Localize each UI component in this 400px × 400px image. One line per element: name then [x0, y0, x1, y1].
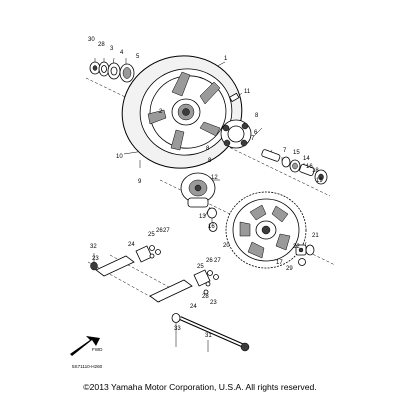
callout-30: 30 [88, 37, 95, 43]
callout-17: 17 [276, 260, 283, 266]
callout-27-b: 27 [214, 258, 221, 264]
callout-4: 4 [120, 50, 124, 56]
callout-numbers: 30 28 3 4 5 1 11 2 10 9 8 8 8 7 6 7 15 1… [88, 37, 323, 339]
callout-31: 31 [205, 333, 212, 339]
callout-7: 7 [251, 136, 255, 142]
callout-8-a: 8 [206, 146, 210, 152]
callout-14: 14 [303, 156, 310, 162]
callout-1: 1 [224, 56, 228, 62]
callout-8-c: 8 [255, 113, 259, 119]
callout-25-a: 25 [148, 232, 155, 238]
callout-7-b: 7 [283, 148, 287, 154]
rear-axle [171, 313, 250, 352]
figure-code: 5S71110-H260 [72, 364, 103, 369]
callout-2: 2 [159, 109, 163, 115]
hub-damper [220, 119, 252, 149]
callout-19: 19 [316, 178, 323, 184]
callout-32: 32 [90, 244, 97, 250]
right-adjuster [149, 269, 219, 303]
sprocket-carrier [180, 172, 218, 232]
callout-13: 13 [199, 214, 206, 220]
callout-28-b: 28 [202, 294, 209, 300]
callout-28: 28 [98, 42, 105, 48]
left-adjuster [90, 245, 161, 277]
callout-26-b: 26 [206, 258, 213, 264]
callout-25-b: 25 [197, 264, 204, 270]
callout-23-b: 23 [210, 300, 217, 306]
callout-23: 23 [92, 256, 99, 262]
right-axle-hardware [295, 244, 315, 266]
left-hardware-stack [89, 61, 135, 83]
drive-pulley [225, 191, 307, 269]
callout-33: 33 [174, 326, 181, 332]
front-label: FWD [92, 347, 103, 352]
callout-6: 6 [254, 130, 258, 136]
callout-15: 15 [293, 150, 300, 156]
callout-5: 5 [136, 54, 140, 60]
callout-12: 12 [211, 175, 218, 181]
spacer-stack [261, 149, 328, 185]
copyright-notice: ©2013 Yamaha Motor Corporation, U.S.A. A… [83, 382, 317, 392]
callout-3: 3 [110, 46, 114, 52]
callout-9: 9 [138, 179, 142, 185]
rear-wheel-assembly [121, 55, 243, 169]
callout-11: 11 [244, 89, 251, 95]
callout-29: 29 [286, 266, 293, 272]
front-direction-arrow: FWD [70, 336, 103, 356]
callout-8-b: 8 [208, 158, 212, 164]
callout-26-a: 26 [156, 228, 163, 234]
callout-10: 10 [116, 154, 123, 160]
callout-20: 20 [223, 243, 230, 249]
callout-21: 21 [312, 233, 319, 239]
callout-22: 22 [293, 244, 300, 250]
callout-16: 16 [208, 224, 215, 230]
callout-24-a: 24 [128, 242, 135, 248]
callout-18: 18 [312, 168, 319, 174]
callout-16-b: 16 [306, 164, 313, 170]
callout-24-b: 24 [190, 304, 197, 310]
callout-27-a: 27 [163, 228, 170, 234]
